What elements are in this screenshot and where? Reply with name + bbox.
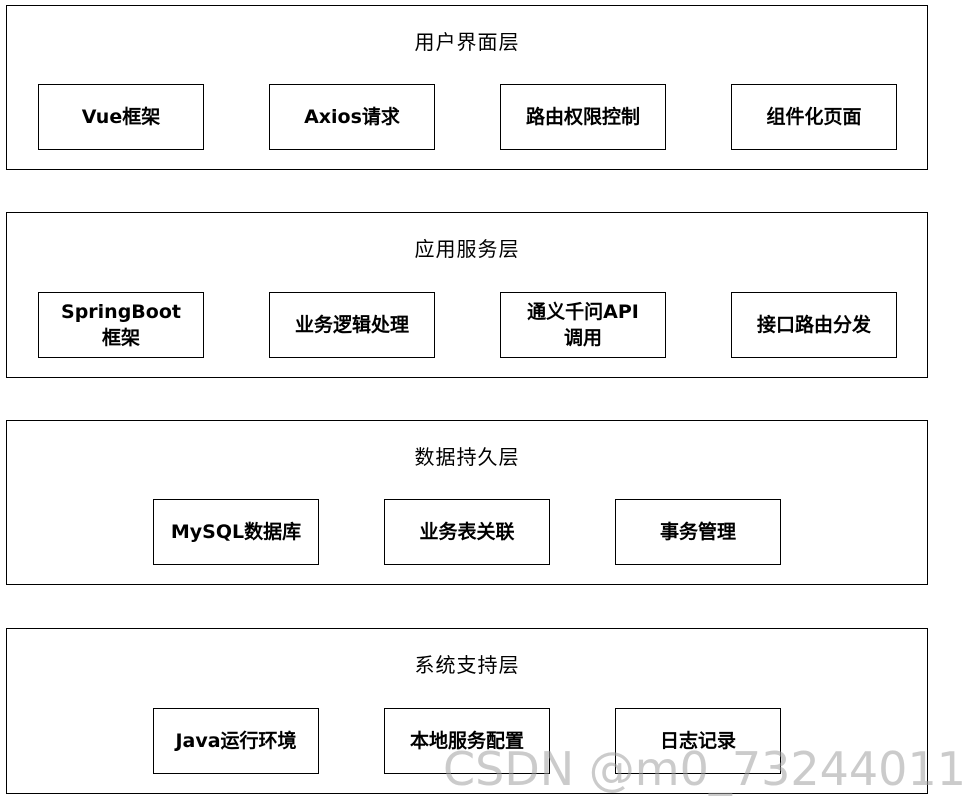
layer-ui: 用户界面层 Vue框架 Axios请求 路由权限控制 组件化页面 <box>6 5 928 170</box>
layer-title: 数据持久层 <box>414 445 520 469</box>
layer-support: 系统支持层 Java运行环境 本地服务配置 日志记录 <box>6 628 928 794</box>
component-box: 通义千问API调用 <box>500 292 666 358</box>
component-box: Axios请求 <box>269 84 435 150</box>
layer-title: 系统支持层 <box>414 653 520 677</box>
layer-service: 应用服务层 SpringBoot框架 业务逻辑处理 通义千问API调用 接口路由… <box>6 212 928 378</box>
watermark: CSDN @m0_73244011 <box>443 742 966 796</box>
component-box: 接口路由分发 <box>731 292 897 358</box>
component-box: 组件化页面 <box>731 84 897 150</box>
component-box: Vue框架 <box>38 84 204 150</box>
component-box: 日志记录 <box>615 708 781 774</box>
layer-persistence: 数据持久层 MySQL数据库 业务表关联 事务管理 <box>6 420 928 585</box>
layer-title: 应用服务层 <box>414 237 520 261</box>
layer-title: 用户界面层 <box>414 30 520 54</box>
component-box: 路由权限控制 <box>500 84 666 150</box>
component-box: SpringBoot框架 <box>38 292 204 358</box>
component-box: MySQL数据库 <box>153 499 319 565</box>
component-box: 业务逻辑处理 <box>269 292 435 358</box>
component-box: 本地服务配置 <box>384 708 550 774</box>
component-box: Java运行环境 <box>153 708 319 774</box>
component-box: 事务管理 <box>615 499 781 565</box>
component-box: 业务表关联 <box>384 499 550 565</box>
